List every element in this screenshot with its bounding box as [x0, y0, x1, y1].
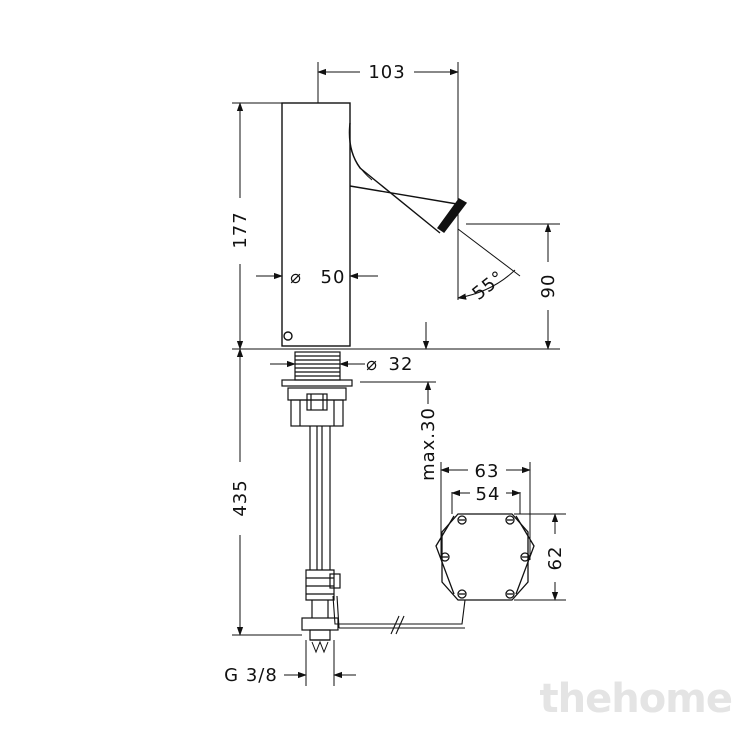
dim-max-30: max.30 — [418, 407, 439, 481]
dim-width-54: 54 — [476, 484, 501, 505]
control-box — [435, 513, 535, 601]
dim-height-62: 62 — [545, 546, 566, 571]
faucet-body — [281, 102, 351, 347]
dim-height-435: 435 — [230, 479, 251, 516]
diameter-symbol-32: ⌀ — [366, 354, 378, 375]
mounting-nut — [287, 387, 347, 427]
sensor-cable — [332, 595, 466, 635]
dim-height-90: 90 — [538, 274, 559, 299]
dim-diameter-32: 32 — [389, 354, 414, 375]
mounting-thread — [281, 351, 353, 387]
dim-angle-55: 55° — [468, 267, 508, 305]
spout — [348, 122, 468, 234]
dim-width-63: 63 — [475, 461, 500, 482]
dim-diameter-50: 50 — [321, 267, 346, 288]
dim-width-103: 103 — [368, 62, 405, 83]
diameter-symbol-50: ⌀ — [290, 267, 302, 288]
watermark-logo: thehome — [540, 676, 733, 722]
dimension-lines — [232, 62, 566, 686]
sensor-screw — [283, 331, 293, 341]
dim-height-177: 177 — [230, 211, 251, 248]
dim-thread-g38: G 3/8 — [224, 665, 278, 686]
